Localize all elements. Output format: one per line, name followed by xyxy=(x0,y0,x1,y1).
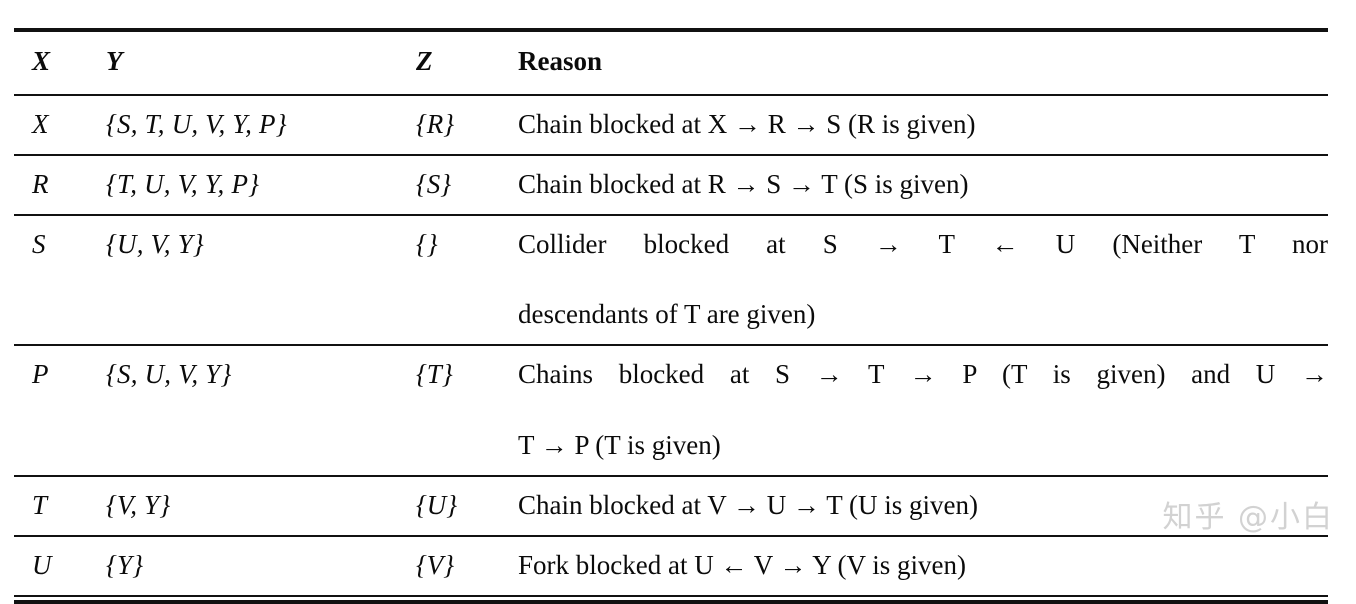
cell-z: {S} xyxy=(416,169,452,200)
table-top-rule xyxy=(14,28,1328,32)
reason-line: T → P (T is given) xyxy=(518,429,721,460)
cell-y: {V, Y} xyxy=(106,489,171,520)
table-bottom-rule-thin xyxy=(14,594,1328,597)
table-row: P {S, U, V, Y} {T} Chains blocked at S →… xyxy=(14,346,1328,474)
cell-reason: Chain blocked at X → R → S (R is given) xyxy=(514,96,1328,154)
table-body-row-1: X {S, T, U, V, Y, P} {R} Chain blocked a… xyxy=(14,96,1328,154)
table-body-row-2: R {T, U, V, Y, P} {S} Chain blocked at R… xyxy=(14,156,1328,214)
cell-z: {V} xyxy=(416,549,455,580)
cell-x: S xyxy=(32,229,46,260)
reason-line: Chain blocked at X → R → S (R is given) xyxy=(518,109,976,139)
row-rule-3 xyxy=(14,344,1328,347)
table-row: S {U, V, Y} {} Collider blocked at S → T… xyxy=(14,216,1328,344)
cell-z: {R} xyxy=(416,109,455,139)
row-rule-5 xyxy=(14,534,1328,537)
cell-y: {S, U, V, Y} xyxy=(106,359,232,390)
cell-x: U xyxy=(32,549,52,580)
table-body-row-4: P {S, U, V, Y} {T} Chains blocked at S →… xyxy=(14,346,1328,474)
cell-y: {S, T, U, V, Y, P} xyxy=(106,109,287,139)
cell-reason: Chain blocked at R → S → T (S is given) xyxy=(514,156,1328,214)
table-row: R {T, U, V, Y, P} {S} Chain blocked at R… xyxy=(14,156,1328,214)
table-bottom-rule-thick xyxy=(14,599,1328,604)
header-row: X Y Z Reason xyxy=(14,32,1328,92)
table-row: U {Y} {V} Fork blocked at U ← V → Y (V i… xyxy=(14,537,1328,595)
cell-z: {T} xyxy=(416,359,453,390)
table-row: T {V, Y} {U} Chain blocked at V → U → T … xyxy=(14,477,1328,535)
table-body-row-6: U {Y} {V} Fork blocked at U ← V → Y (V i… xyxy=(14,537,1328,595)
column-header-y: Y xyxy=(106,46,123,76)
column-header-x: X xyxy=(32,46,51,76)
cell-x: X xyxy=(32,109,49,139)
reason-line: Chain blocked at V → U → T (U is given) xyxy=(518,489,978,520)
row-rule-2 xyxy=(14,214,1328,217)
cell-z: {} xyxy=(416,229,438,260)
reason-line: Collider blocked at S → T ← U (Neither T… xyxy=(518,229,1328,260)
table-header: X Y Z Reason xyxy=(14,32,1328,92)
row-rule-4 xyxy=(14,474,1328,477)
reason-line: descendants of T are given) xyxy=(518,299,816,330)
reason-line: Fork blocked at U ← V → Y (V is given) xyxy=(518,549,966,580)
row-rule-1 xyxy=(14,154,1328,157)
cell-y: {U, V, Y} xyxy=(106,229,204,260)
document-page: X Y Z Reason X {S, T, U, V, Y, P} {R} Ch… xyxy=(14,28,1332,604)
cell-reason: Collider blocked at S → T ← U (Neither T… xyxy=(514,216,1328,344)
column-header-reason: Reason xyxy=(518,46,603,76)
table: X Y Z Reason xyxy=(14,32,1328,92)
cell-reason: Chain blocked at V → U → T (U is given) xyxy=(514,477,1328,535)
reason-line: Chain blocked at R → S → T (S is given) xyxy=(518,169,969,200)
cell-reason: Fork blocked at U ← V → Y (V is given) xyxy=(514,537,1328,595)
cell-x: P xyxy=(32,359,49,390)
table-body-row-5: T {V, Y} {U} Chain blocked at V → U → T … xyxy=(14,477,1328,535)
cell-x: R xyxy=(32,169,49,200)
cell-reason: Chains blocked at S → T → P (T is given)… xyxy=(514,346,1328,474)
dseparation-table: X Y Z Reason X {S, T, U, V, Y, P} {R} Ch… xyxy=(14,28,1328,604)
reason-line: Chains blocked at S → T → P (T is given)… xyxy=(518,359,1328,390)
cell-x: T xyxy=(32,489,48,520)
cell-z: {U} xyxy=(416,489,458,520)
table-body-row-3: S {U, V, Y} {} Collider blocked at S → T… xyxy=(14,216,1328,344)
cell-y: {T, U, V, Y, P} xyxy=(106,169,260,200)
header-rule xyxy=(14,94,1328,96)
cell-y: {Y} xyxy=(106,549,144,580)
table-row: X {S, T, U, V, Y, P} {R} Chain blocked a… xyxy=(14,96,1328,154)
column-header-z: Z xyxy=(416,46,433,76)
